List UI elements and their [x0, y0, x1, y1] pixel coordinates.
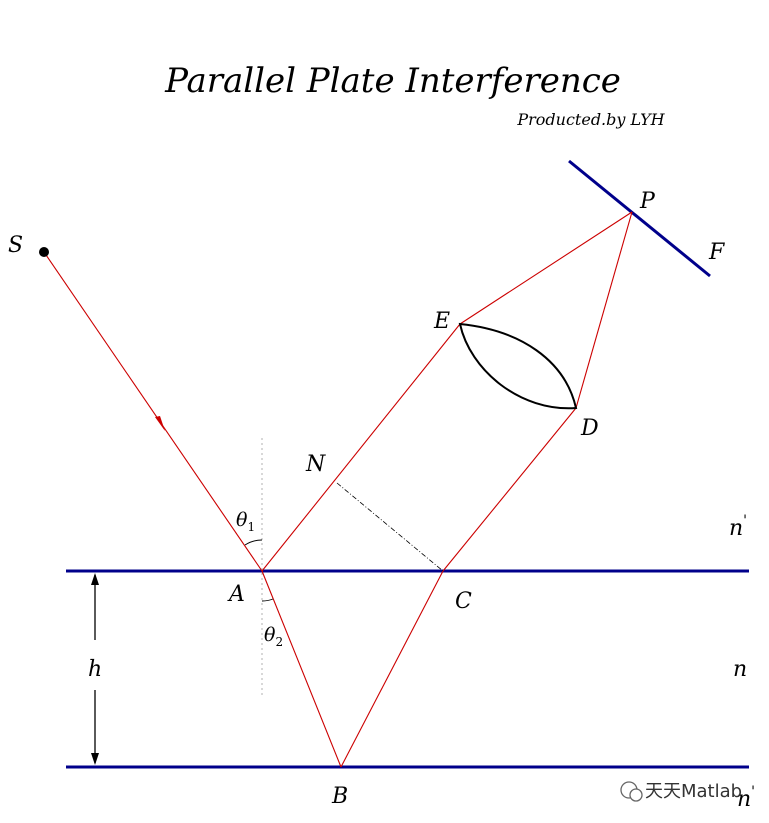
ray-B-to-C	[340, 570, 444, 768]
ray-D-to-P	[575, 211, 633, 409]
label-A: A	[227, 582, 245, 607]
label-n-top: n'	[729, 513, 747, 541]
ray-S-to-A	[43, 251, 263, 572]
label-N: N	[305, 452, 326, 477]
label-n-middle: n	[733, 657, 747, 682]
label-theta1: θ1	[236, 509, 255, 534]
perpendicular-N-to-C	[336, 482, 444, 572]
thickness-arrowhead-down	[91, 753, 99, 765]
label-P: P	[639, 189, 656, 214]
ray-A-to-E	[261, 323, 461, 572]
screen-F-line	[568, 159, 711, 278]
label-C: C	[455, 589, 472, 614]
ray-A-to-B	[261, 570, 342, 768]
ray-C-to-D	[442, 407, 577, 572]
label-h: h	[88, 657, 102, 682]
label-theta2: θ2	[264, 624, 283, 649]
label-B: B	[331, 784, 348, 809]
diagram-subtitle: Producted.by LYH	[516, 110, 665, 129]
diagram-title: Parallel Plate Interference	[164, 61, 621, 101]
lens-shape	[458, 322, 578, 410]
watermark-text: 天天Matlab	[645, 781, 742, 802]
ray-direction-arrow	[155, 416, 165, 431]
watermark: 天天Matlab	[620, 781, 742, 802]
source-point-S	[39, 247, 49, 257]
theta1-arc	[244, 539, 263, 546]
theta2-arc	[261, 598, 274, 602]
ray-E-to-P	[459, 211, 633, 325]
label-S: S	[8, 233, 23, 258]
label-F: F	[708, 240, 725, 265]
thickness-arrowhead-up	[91, 573, 99, 585]
label-D: D	[580, 416, 599, 441]
watermark-logo-icon-inner	[629, 788, 643, 802]
label-E: E	[433, 309, 450, 334]
label-n-bottom: n'	[737, 784, 755, 812]
